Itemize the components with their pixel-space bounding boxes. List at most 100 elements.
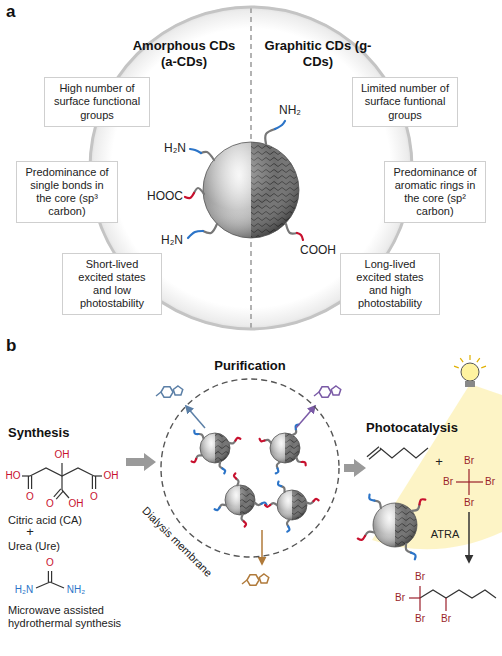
carboxyl-group: HOOC (147, 189, 183, 203)
property-text: Predominance of aromatic rings in the co… (390, 166, 480, 219)
dialysis-circle: PurificationDialysis membrane (160, 378, 340, 558)
bond-line (61, 463, 62, 476)
surface-group (412, 499, 425, 511)
compound-name: Citric acid (CA) (8, 514, 82, 527)
surface-group (260, 439, 271, 443)
atom-label: OH (55, 449, 70, 461)
panel-letter: b (6, 336, 16, 356)
property-text: Limited number of surface funtional grou… (358, 82, 452, 122)
atom-label: NH₂ (67, 584, 85, 596)
bond-line (456, 481, 469, 482)
bond-line (445, 598, 446, 611)
property-text: High number of surface functional groups (50, 82, 144, 122)
escape-arrow (261, 530, 263, 564)
property-box: Predominance of single bonds in the core… (16, 161, 118, 224)
bond-line (419, 586, 420, 598)
atom-label: O (46, 498, 54, 510)
bond-line (469, 355, 470, 360)
bond-line (51, 571, 52, 582)
step-heading: Synthesis (8, 425, 69, 441)
small-molecule (242, 574, 269, 585)
atom-label: O (90, 491, 98, 503)
surface-group (215, 505, 226, 511)
panel-heading: Graphitic CDs (g-CDs) (262, 38, 374, 69)
bond-line (481, 366, 486, 368)
carbon-dot (203, 142, 299, 238)
small-molecule (314, 386, 341, 397)
membrane-label: Dialysis membrane (139, 504, 214, 579)
property-box: Limited number of surface funtional grou… (352, 77, 458, 127)
property-box: High number of surface functional groups (44, 77, 150, 127)
reaction-structures (367, 447, 496, 611)
bond-line (62, 490, 69, 498)
bond-line (28, 476, 29, 489)
amine-group: NH₂ (279, 103, 301, 117)
atom-label: Br (395, 592, 405, 604)
surface-group (406, 544, 416, 559)
atom-label: Br (485, 476, 495, 488)
bond-line (92, 476, 93, 489)
bond-line (242, 580, 247, 584)
surface-group (287, 520, 290, 532)
amine-group: H₂N (164, 141, 186, 155)
surface-group (220, 462, 226, 473)
property-text: Long-lived excited states and high photo… (346, 258, 434, 311)
cd-comparison-circle: High number of surface functional groups… (88, 5, 414, 331)
method-note: Microwave assisted hydrothermal synthesi… (8, 604, 138, 630)
atom-label: Br (443, 476, 453, 488)
carbon-dot (225, 485, 255, 515)
atom-label: OH (69, 498, 84, 510)
bond-line (477, 358, 480, 362)
carbon-dot (277, 490, 307, 520)
atom-label: Br (415, 571, 425, 583)
bond-line (156, 392, 161, 396)
carbon-dot (373, 503, 417, 547)
surface-group (188, 224, 217, 238)
small-molecule (156, 386, 183, 397)
step-heading: Purification (214, 358, 286, 374)
atom-label: O (26, 491, 34, 503)
light-beam (372, 384, 502, 549)
property-text: Predominance of single bonds in the core… (22, 166, 112, 219)
surface-group (194, 431, 203, 439)
bond-line (48, 571, 49, 582)
panel-heading: Amorphous CDs (a-CDs) (128, 38, 240, 69)
surface-group (190, 149, 214, 160)
bond-line (31, 476, 32, 489)
amine-group: H₂N (161, 233, 183, 247)
bond-line (468, 469, 469, 482)
carbon-dot (270, 433, 300, 463)
process-arrow (126, 453, 156, 471)
reaction-name: ATRA (431, 528, 460, 541)
atom-label: Br (464, 455, 474, 467)
surface-group (296, 458, 305, 466)
surface-group (192, 455, 202, 462)
light-bulb (454, 355, 486, 387)
carboxyl-group: COOH (300, 243, 336, 257)
plus-sign: + (435, 454, 443, 470)
bond-line (50, 582, 64, 588)
bond-line (56, 491, 63, 499)
carbon-dot (200, 433, 230, 463)
bond-line (409, 597, 420, 598)
bond-line (460, 358, 463, 362)
surface-group (265, 503, 277, 507)
escape-arrow (296, 406, 315, 428)
process-arrow (344, 459, 366, 477)
surface-group (234, 473, 239, 485)
bond-line (36, 582, 50, 588)
surface-group (265, 121, 285, 144)
escape-arrow (186, 406, 205, 428)
property-box: Long-lived excited states and high photo… (340, 253, 440, 316)
panel-letter: a (6, 2, 15, 22)
bond-line (454, 366, 459, 368)
atom-label: Br (464, 497, 474, 509)
reaction-arrow (468, 512, 470, 562)
bond-line (469, 481, 483, 482)
surface-group (241, 515, 246, 527)
bond-line (468, 482, 469, 495)
atom-label: Br (441, 613, 451, 625)
compound-name: Urea (Ure) (8, 540, 60, 553)
step-heading: Photocatalysis (366, 420, 458, 436)
